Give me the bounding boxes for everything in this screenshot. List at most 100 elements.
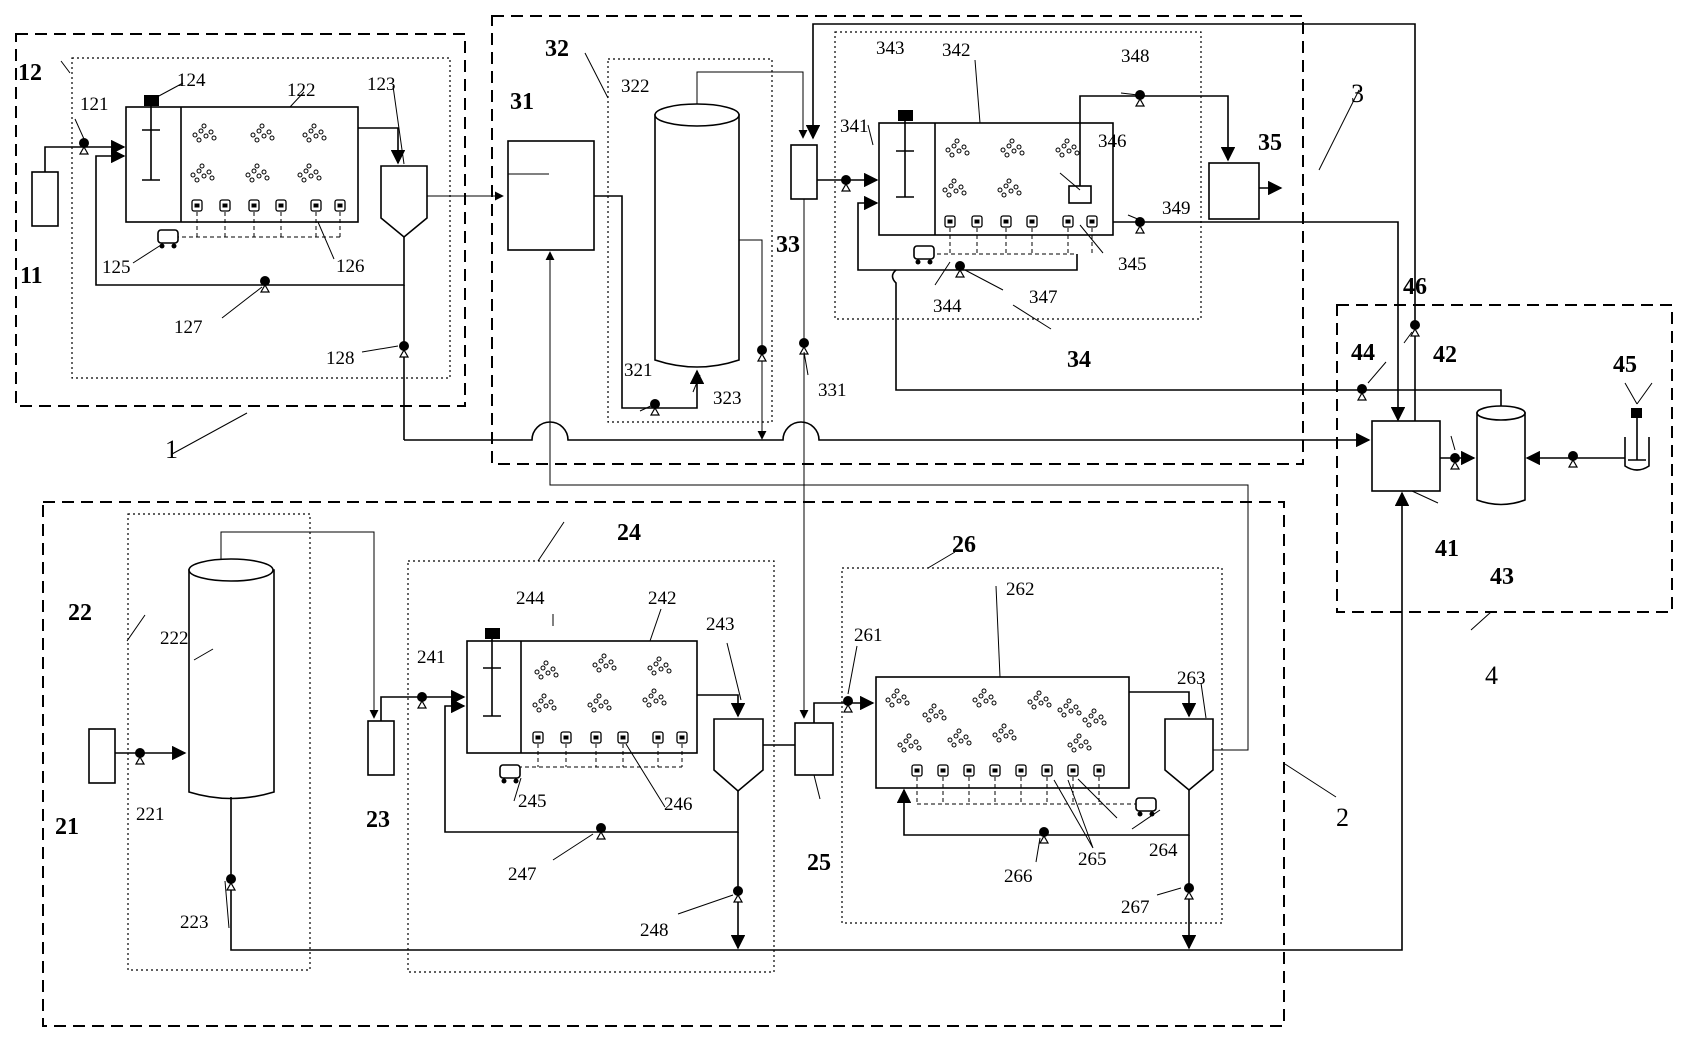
label-43: 43 xyxy=(1490,564,1514,590)
label-267: 267 xyxy=(1121,897,1150,918)
label-248: 248 xyxy=(640,920,669,941)
unit-22-boundary xyxy=(127,513,311,971)
label-34: 34 xyxy=(1067,347,1091,373)
label-122: 122 xyxy=(287,80,316,101)
label-265: 265 xyxy=(1078,849,1107,870)
label-31: 31 xyxy=(510,89,534,115)
tank-31 xyxy=(507,140,595,251)
tank-35 xyxy=(1208,162,1260,220)
label-12: 12 xyxy=(18,60,42,86)
label-242: 242 xyxy=(648,588,677,609)
label-347: 347 xyxy=(1029,287,1058,308)
unit-26-boundary xyxy=(841,567,1223,924)
unit-1-boundary xyxy=(15,33,466,407)
tank-25 xyxy=(794,722,834,776)
reactor-122 xyxy=(125,106,359,223)
unit-34-boundary xyxy=(834,31,1202,320)
label-264: 264 xyxy=(1149,840,1178,861)
settler-243 xyxy=(713,718,764,793)
settler-123 xyxy=(380,165,428,239)
unit-24-boundary xyxy=(407,560,775,973)
label-41: 41 xyxy=(1435,536,1459,562)
label-246: 246 xyxy=(664,794,693,815)
label-222: 222 xyxy=(160,628,189,649)
label-121: 121 xyxy=(80,94,109,115)
label-263: 263 xyxy=(1177,668,1206,689)
column-222 xyxy=(188,569,275,800)
unit-1-inner-boundary xyxy=(71,57,451,379)
label-42: 42 xyxy=(1433,342,1457,368)
label-322: 322 xyxy=(621,76,650,97)
stirrer-motor-343 xyxy=(898,110,913,121)
leader-lines xyxy=(60,52,1653,929)
label-261: 261 xyxy=(854,625,883,646)
sensor-346 xyxy=(1068,185,1092,204)
label-244: 244 xyxy=(516,588,545,609)
label-321: 321 xyxy=(624,360,653,381)
sludge-line xyxy=(404,421,1371,448)
unit-2 xyxy=(42,251,1410,1027)
label-26: 26 xyxy=(952,532,976,558)
label-126: 126 xyxy=(336,256,365,277)
label-3: 3 xyxy=(1351,79,1364,108)
label-262: 262 xyxy=(1006,579,1035,600)
stirrer-motor-244 xyxy=(485,628,500,639)
label-323: 323 xyxy=(713,388,742,409)
label-45: 45 xyxy=(1613,352,1637,378)
label-345: 345 xyxy=(1118,254,1147,275)
label-346: 346 xyxy=(1098,131,1127,152)
label-24: 24 xyxy=(617,520,641,546)
label-32: 32 xyxy=(545,36,569,62)
label-125: 125 xyxy=(102,257,131,278)
unit-1 xyxy=(15,33,504,440)
label-241: 241 xyxy=(417,647,446,668)
tank-23 xyxy=(367,720,395,776)
label-128: 128 xyxy=(326,348,355,369)
label-331: 331 xyxy=(818,380,847,401)
unit-3 xyxy=(491,15,1406,525)
stirrer-motor-124 xyxy=(144,95,159,106)
settler-263 xyxy=(1164,718,1214,792)
label-247: 247 xyxy=(508,864,537,885)
label-33: 33 xyxy=(776,232,800,258)
label-2: 2 xyxy=(1336,803,1349,832)
label-4: 4 xyxy=(1485,661,1498,690)
label-22: 22 xyxy=(68,600,92,626)
label-11: 11 xyxy=(20,263,43,289)
label-1: 1 xyxy=(165,435,178,464)
tank-33 xyxy=(790,144,818,200)
unit-3-boundary xyxy=(491,15,1304,465)
labels: 12 11 121 124 122 123 125 126 127 128 1 … xyxy=(18,36,1637,941)
label-344: 344 xyxy=(933,296,962,317)
label-46: 46 xyxy=(1403,274,1427,300)
label-21: 21 xyxy=(55,814,79,840)
label-223: 223 xyxy=(180,912,209,933)
column-322 xyxy=(654,114,740,368)
label-127: 127 xyxy=(174,317,203,338)
label-44: 44 xyxy=(1351,340,1375,366)
label-243: 243 xyxy=(706,614,735,635)
unit-32-boundary xyxy=(607,58,773,423)
unit-2-boundary xyxy=(42,501,1285,1027)
label-23: 23 xyxy=(366,807,390,833)
label-124: 124 xyxy=(177,70,206,91)
label-349: 349 xyxy=(1162,198,1191,219)
reactor-342 xyxy=(878,122,1114,236)
label-25: 25 xyxy=(807,850,831,876)
label-266: 266 xyxy=(1004,866,1033,887)
label-343: 343 xyxy=(876,38,905,59)
label-341: 341 xyxy=(840,116,869,137)
mixer-41 xyxy=(1371,420,1441,492)
label-245: 245 xyxy=(518,791,547,812)
label-221: 221 xyxy=(136,804,165,825)
label-35: 35 xyxy=(1258,130,1282,156)
feed-tank-11 xyxy=(31,171,59,227)
label-123: 123 xyxy=(367,74,396,95)
feed-tank-21 xyxy=(88,728,116,784)
label-348: 348 xyxy=(1121,46,1150,67)
label-342: 342 xyxy=(942,40,971,61)
unit-4 xyxy=(805,23,1673,613)
unit-4-boundary xyxy=(1336,304,1673,613)
storage-tank-43 xyxy=(1476,412,1526,506)
